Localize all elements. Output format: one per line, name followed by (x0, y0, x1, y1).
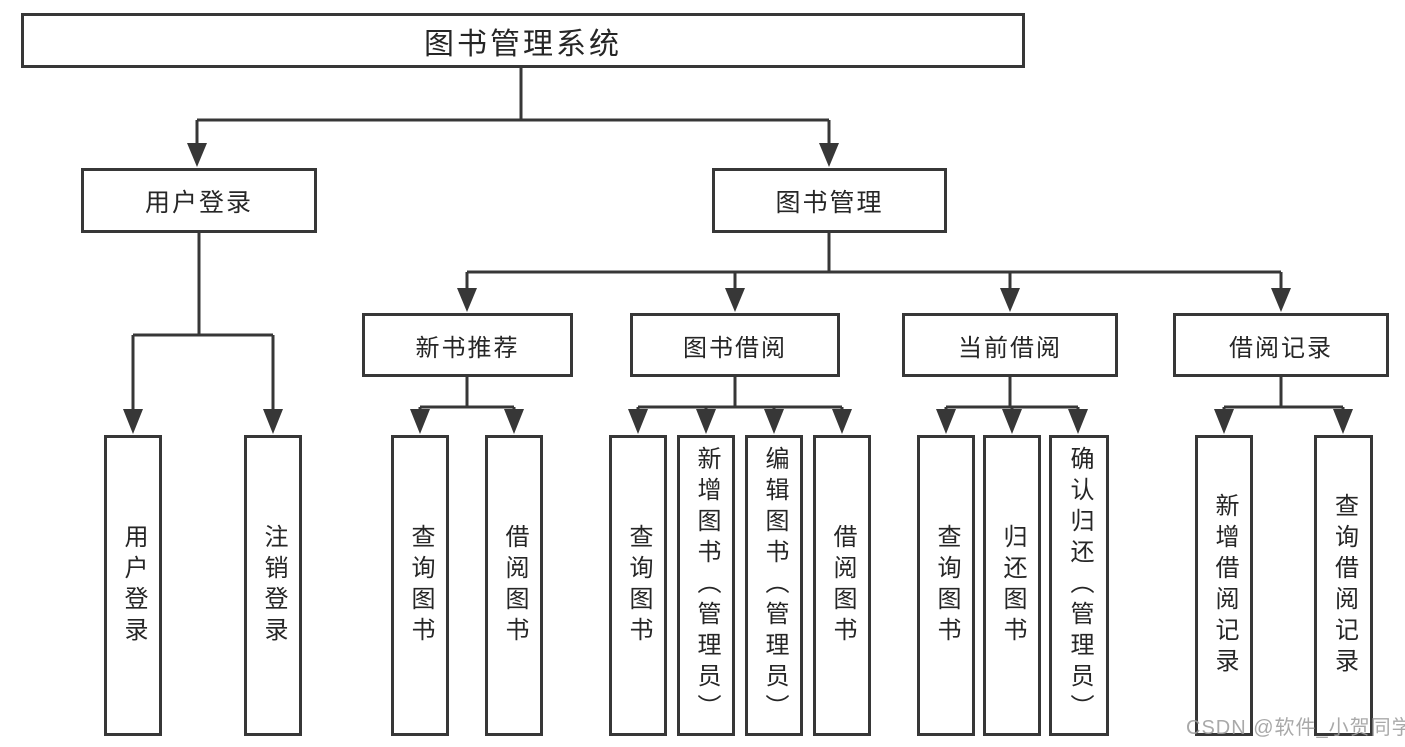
leaf-label: 确认归还（管理员） (1066, 446, 1093, 725)
node-label: 新书推荐 (415, 334, 520, 362)
leaf-label: 查询图书 (933, 523, 960, 648)
node-book-management: 图书管理 (712, 168, 947, 233)
node-user-login: 用户登录 (81, 168, 317, 233)
leaf-label: 编辑图书（管理员） (761, 446, 788, 725)
node-current-borrow: 当前借阅 (902, 313, 1118, 377)
leaf-query-books-recommend: 查询图书 (391, 435, 449, 736)
leaf-user-login: 用户登录 (104, 435, 162, 736)
node-label: 当前借阅 (958, 334, 1062, 362)
node-label: 图书管理系统 (424, 27, 622, 61)
node-label: 图书借阅 (683, 334, 787, 362)
node-book-borrow: 图书借阅 (630, 313, 840, 377)
leaf-label: 查询图书 (407, 523, 434, 648)
leaf-return-books: 归还图书 (983, 435, 1041, 736)
leaf-label: 归还图书 (999, 523, 1026, 648)
leaf-label: 用户登录 (120, 523, 147, 648)
leaf-label: 查询图书 (625, 523, 652, 648)
leaf-logout: 注销登录 (244, 435, 302, 736)
leaf-query-borrow-record: 查询借阅记录 (1314, 435, 1373, 736)
leaf-query-books-borrow: 查询图书 (609, 435, 667, 736)
leaf-borrow-books-recommend: 借阅图书 (485, 435, 543, 736)
leaf-label: 借阅图书 (501, 523, 528, 648)
leaf-label: 新增借阅记录 (1211, 492, 1238, 679)
leaf-borrow-books: 借阅图书 (813, 435, 871, 736)
leaf-query-books-current: 查询图书 (917, 435, 975, 736)
node-borrow-records: 借阅记录 (1173, 313, 1389, 377)
leaf-label: 借阅图书 (829, 523, 856, 648)
leaf-confirm-return-admin: 确认归还（管理员） (1049, 435, 1109, 736)
leaf-add-books-admin: 新增图书（管理员） (677, 435, 735, 736)
leaf-label: 注销登录 (260, 523, 287, 648)
node-label: 图书管理 (775, 188, 884, 217)
node-new-book-recommend: 新书推荐 (362, 313, 573, 377)
leaf-edit-books-admin: 编辑图书（管理员） (745, 435, 803, 736)
leaf-label: 新增图书（管理员） (693, 446, 720, 725)
node-label: 借阅记录 (1229, 334, 1333, 362)
csdn-watermark: CSDN @软件_小贺同学 (1186, 717, 1405, 739)
node-root-library-system: 图书管理系统 (21, 13, 1025, 68)
leaf-add-borrow-record: 新增借阅记录 (1195, 435, 1253, 736)
node-label: 用户登录 (144, 188, 253, 217)
leaf-label: 查询借阅记录 (1330, 492, 1358, 679)
